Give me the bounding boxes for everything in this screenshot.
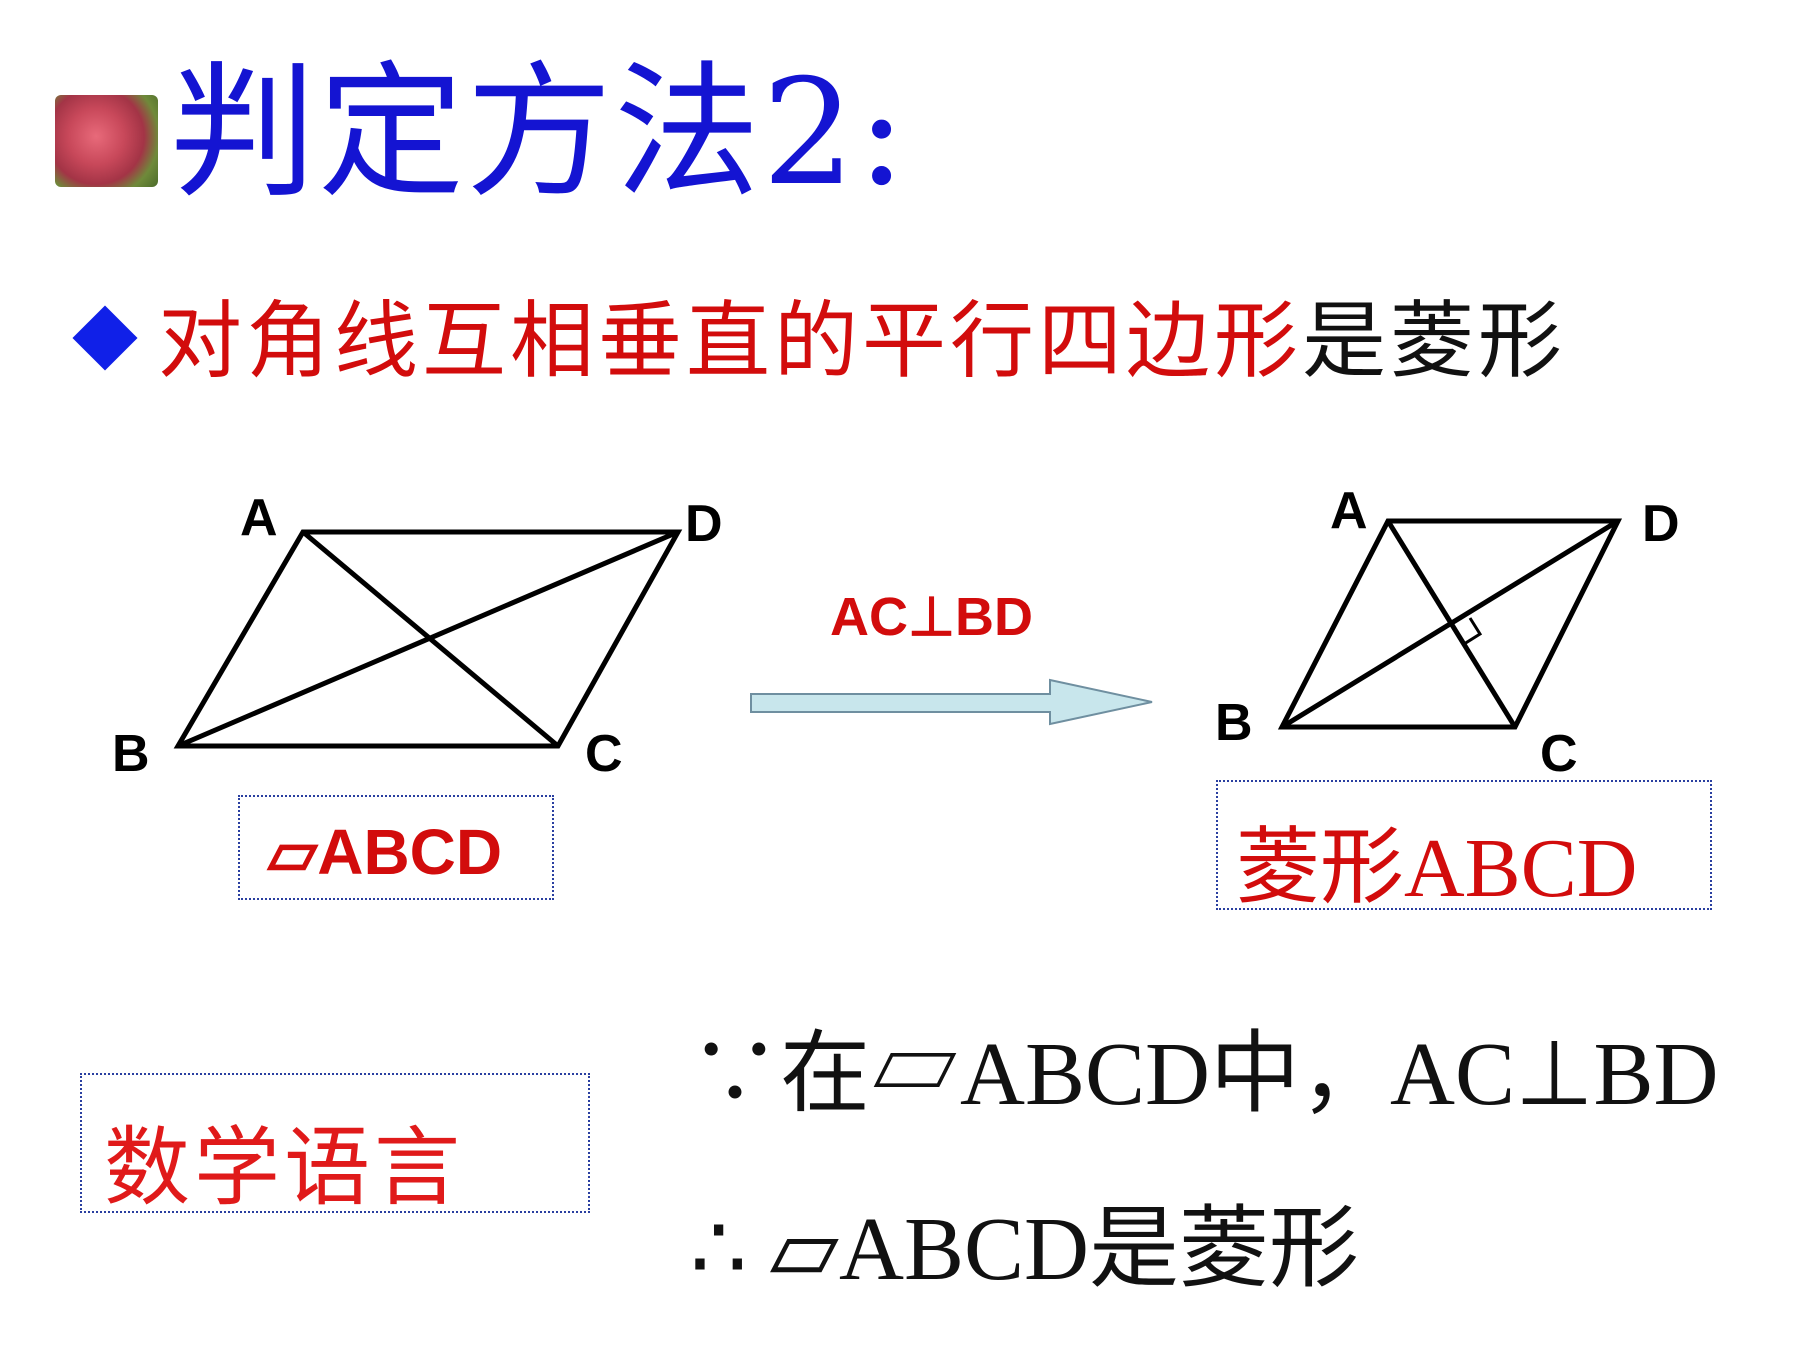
rhombus-figure — [1277, 518, 1623, 730]
statement-conclusion: 是菱形 — [1302, 292, 1567, 390]
rhombus-caption: 菱形ABCD — [1236, 822, 1638, 915]
vertex-label-d: D — [685, 495, 723, 553]
right-arrow-icon — [750, 678, 1153, 726]
proof-given: ∵在▱ABCD中，AC⊥BD — [690, 1025, 1719, 1124]
flower-icon — [55, 95, 158, 187]
vertex-label-a-right: A — [1330, 482, 1368, 540]
vertex-label-d-right: D — [1642, 495, 1680, 553]
statement-condition: 对角线互相垂直的平行四边形 — [158, 292, 1303, 390]
parallelogram-figure — [173, 529, 683, 749]
page-title: 判定方法2: — [170, 48, 909, 218]
vertex-label-b-right: B — [1215, 694, 1253, 752]
diagonal-bd-right — [1280, 518, 1620, 730]
math-language-label: 数学语言 — [104, 1118, 464, 1218]
diagonal-bd — [177, 529, 679, 749]
parallelogram-caption-box: ▱ABCD — [238, 795, 554, 900]
vertex-label-c-right: C — [1540, 725, 1578, 783]
parallelogram-caption: ▱ABCD — [268, 816, 503, 888]
rhombus-caption-box: 菱形ABCD — [1216, 780, 1712, 915]
condition-label: AC⊥BD — [830, 587, 1034, 647]
vertex-label-b: B — [112, 725, 150, 783]
proof-conclusion: ∴ ▱ABCD是菱形 — [690, 1200, 1360, 1299]
right-angle-mark — [1452, 617, 1483, 647]
theorem-statement: 对角线互相垂直的平行四边形是菱形 — [158, 295, 1566, 387]
math-language-box: 数学语言 — [80, 1073, 590, 1218]
vertex-label-a: A — [240, 489, 278, 547]
vertex-label-c: C — [585, 725, 623, 783]
